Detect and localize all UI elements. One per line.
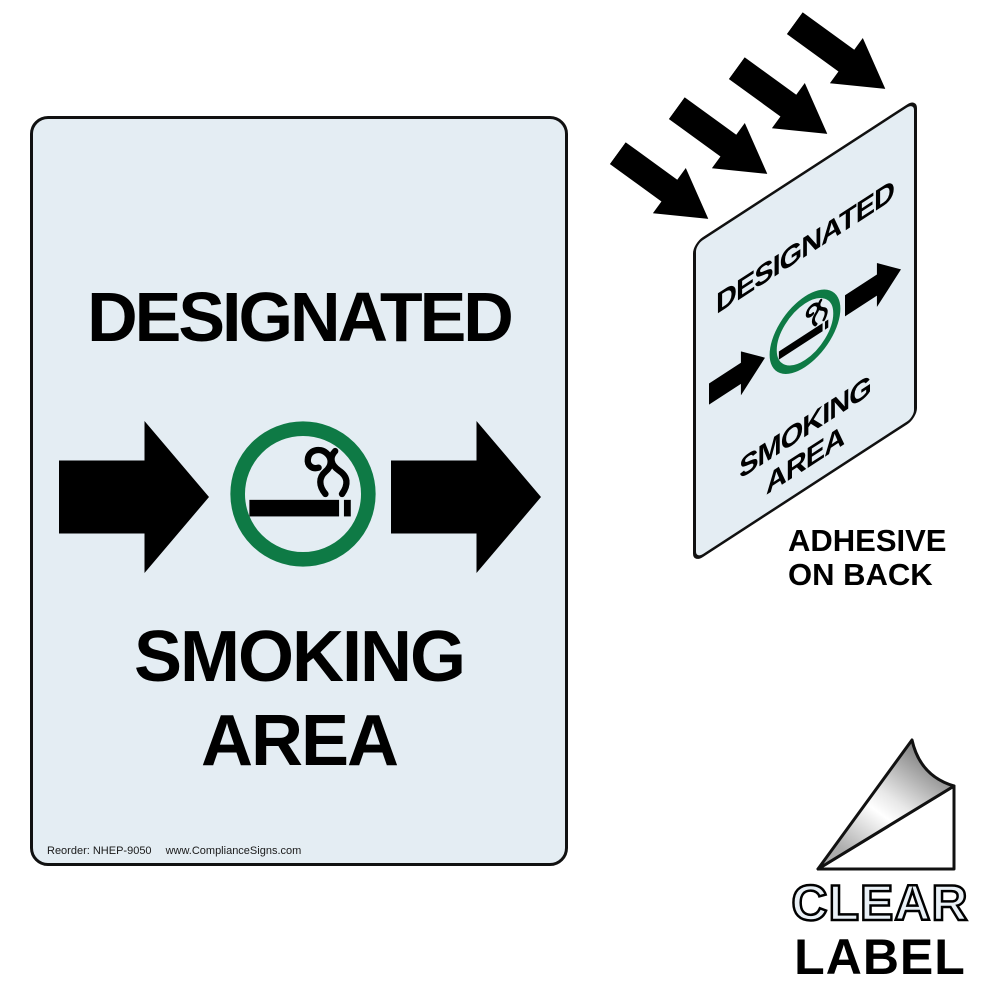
clear-label-caption: CLEAR LABEL — [790, 875, 970, 985]
sign-title: DESIGNATED — [87, 278, 514, 356]
website-text: www.ComplianceSigns.com — [165, 845, 302, 857]
main-sign: DESIGNATED SMOKING AREA Reorder: NHEP-90… — [30, 116, 568, 866]
label-word: LABEL — [794, 929, 966, 985]
right-arrow-icon — [845, 247, 901, 327]
sign-subtitle: SMOKING AREA — [33, 615, 565, 783]
smoking-symbol-icon — [769, 289, 841, 374]
right-arrow-icon — [391, 421, 541, 573]
right-arrow-icon — [709, 336, 765, 416]
reorder-code: Reorder: NHEP-9050 — [47, 845, 152, 857]
right-arrow-icon — [59, 421, 209, 573]
sign-subtitle-line1: SMOKING — [133, 617, 466, 697]
preview-sign: DESIGNATED SMOKING AREA — [693, 98, 917, 564]
application-arrow-icon — [601, 130, 725, 241]
reorder-text: Reorder: NHEP-9050 www.ComplianceSigns.co… — [47, 845, 315, 857]
smoking-symbol-icon — [230, 421, 376, 567]
adhesive-note-line1: ADHESIVE — [788, 523, 947, 558]
adhesive-note: ADHESIVE ON BACK — [788, 524, 978, 592]
peel-corner-icon — [816, 738, 956, 871]
adhesive-note-line2: ON BACK — [788, 557, 933, 592]
preview-symbol-row — [696, 223, 914, 441]
clear-word: CLEAR — [790, 875, 969, 932]
sign-subtitle-line2: AREA — [200, 701, 399, 781]
